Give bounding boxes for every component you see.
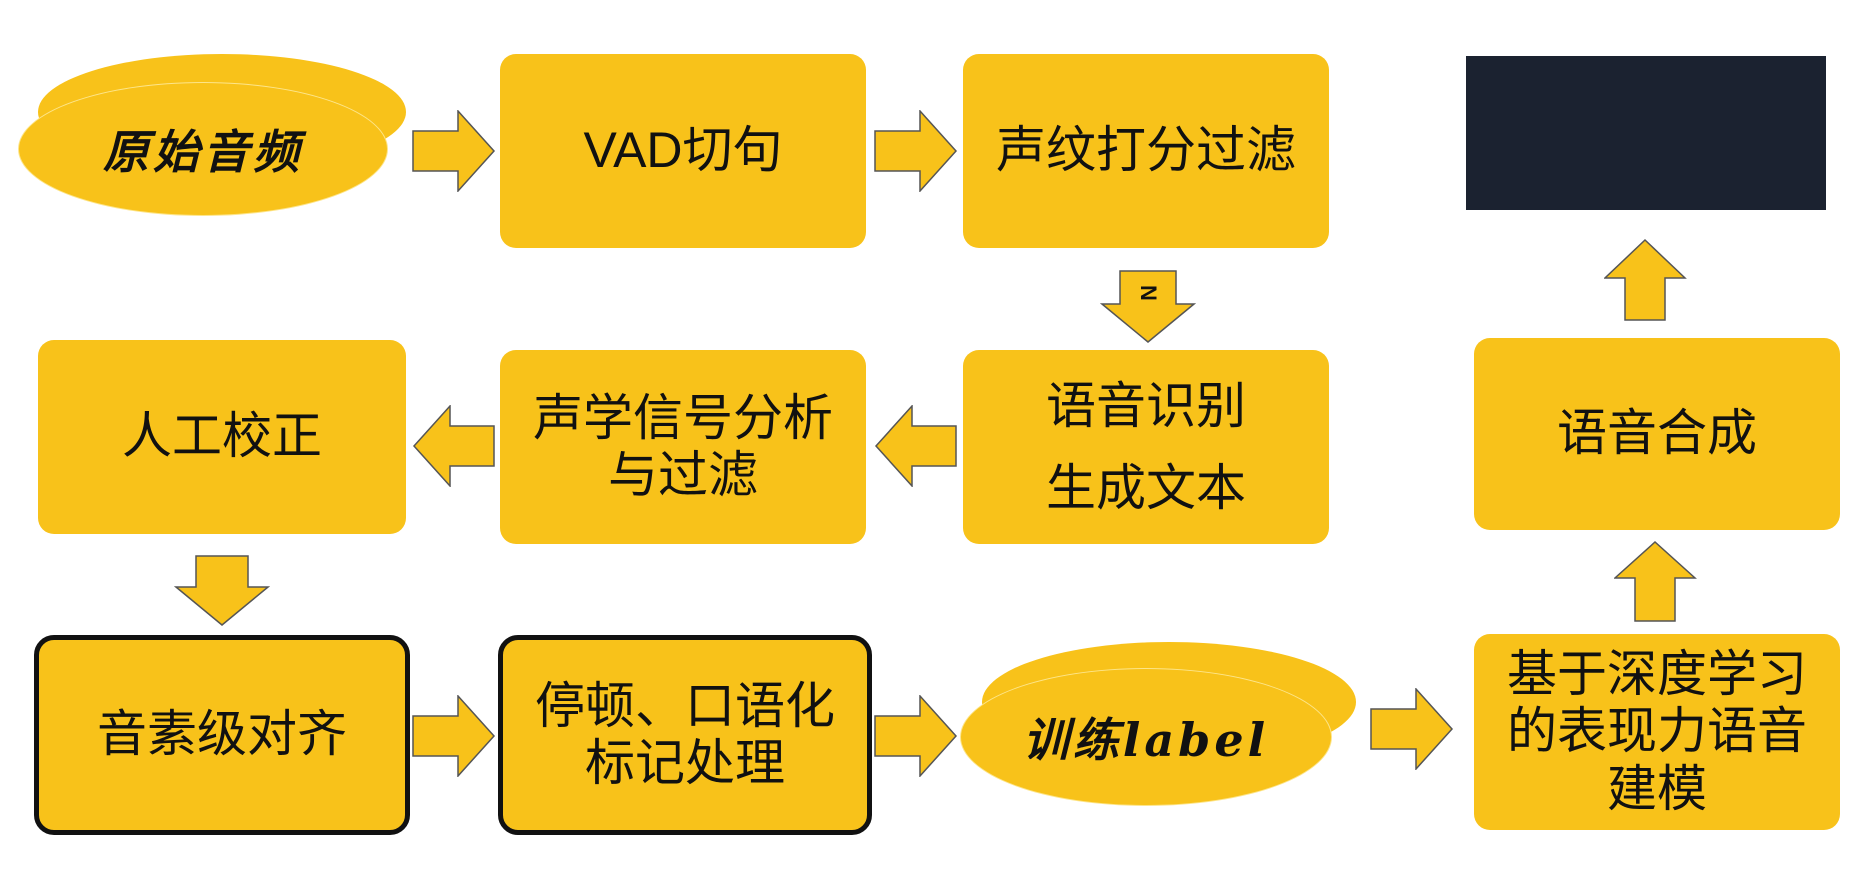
pause-marking-node: 停顿、口语化 标记处理 [498,635,872,835]
train-label-label: 训练label [1022,713,1270,767]
train-label-ellipse-front: 训练label [960,668,1332,806]
raw-audio-node: 原始音频 [18,52,408,222]
right-arrow-icon [874,695,958,777]
vad-label: VAD切句 [583,122,783,179]
phoneme-alignment-node: 音素级对齐 [34,635,410,835]
voiceprint-filter-node: 声纹打分过滤 [963,54,1329,248]
phoneme-alignment-label: 音素级对齐 [97,705,347,764]
left-arrow-icon [874,405,957,487]
expressive-modeling-line-1: 基于深度学习 [1507,644,1807,703]
expressive-modeling-line-2: 的表现力语音 [1507,702,1807,761]
right-arrow-icon [412,695,496,777]
up-arrow-icon [1604,238,1687,321]
down-arrow-icon: N [1100,270,1196,343]
asr-line-1: 语音识别 [1046,376,1246,435]
right-arrow-icon [412,110,496,192]
expressive-modeling-node: 基于深度学习 的表现力语音 建模 [1474,634,1840,830]
train-label-node: 训练label [960,640,1360,810]
waveform-image [1466,56,1826,210]
down-arrow-label: N [1136,285,1161,301]
waveform-bars [1473,73,1813,193]
voiceprint-filter-label: 声纹打分过滤 [996,121,1296,180]
left-arrow-icon [412,405,495,487]
waveform-icon [1473,73,1813,193]
speech-synthesis-label: 语音合成 [1557,404,1757,463]
manual-correction-node: 人工校正 [38,340,406,534]
vad-node: VAD切句 [500,54,866,248]
pause-marking-line-1: 停顿、口语化 [535,676,835,735]
expressive-modeling-line-3: 建模 [1607,759,1707,818]
asr-line-2: 生成文本 [1046,459,1246,517]
down-arrow-icon [174,555,270,626]
raw-audio-label: 原始音频 [103,125,303,179]
speech-synthesis-node: 语音合成 [1474,338,1840,530]
acoustic-analysis-line-2: 与过滤 [608,446,758,504]
right-arrow-icon [874,110,958,192]
acoustic-analysis-line-1: 声学信号分析 [533,388,833,447]
up-arrow-icon [1614,540,1697,622]
raw-audio-ellipse-front: 原始音频 [18,82,388,216]
asr-node: 语音识别 生成文本 [963,350,1329,544]
manual-correction-label: 人工校正 [122,407,322,466]
acoustic-analysis-node: 声学信号分析 与过滤 [500,350,866,544]
right-arrow-icon [1370,688,1454,770]
pause-marking-line-2: 标记处理 [585,734,785,792]
